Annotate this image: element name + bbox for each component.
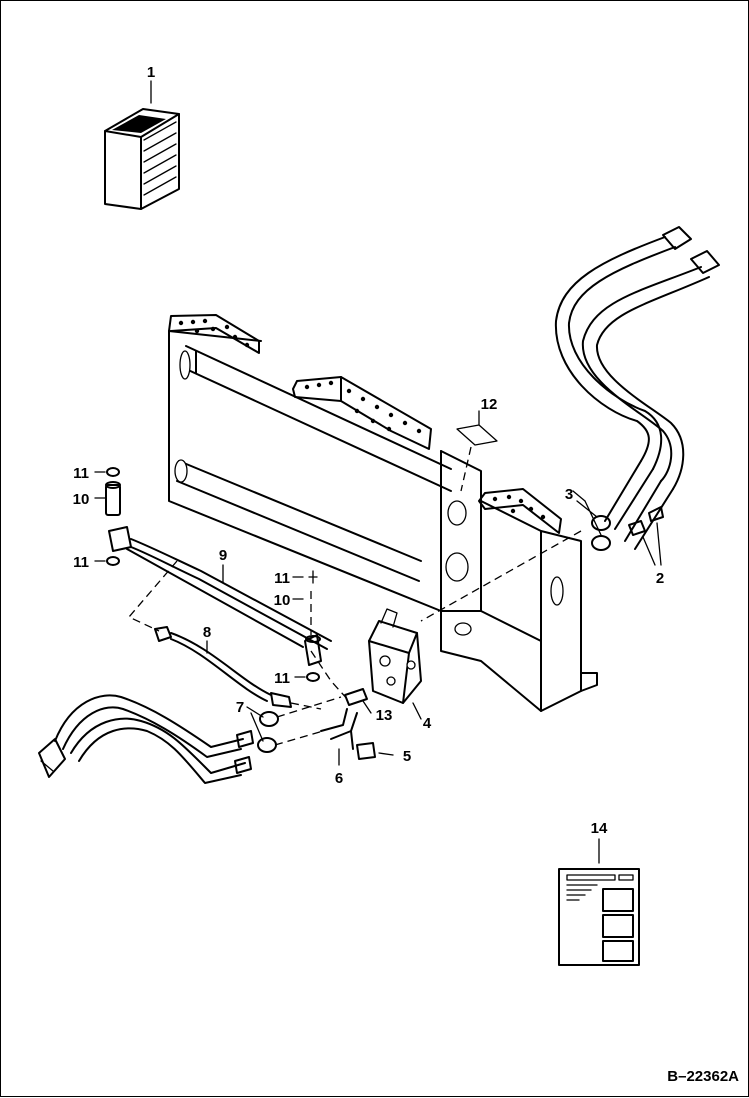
part-11-clip-left-bottom: [94, 497, 120, 566]
callout-10-left: 10: [73, 491, 90, 508]
part-4-valve-block: [368, 608, 422, 720]
part-5-fitting: [356, 742, 394, 760]
callout-9: 9: [219, 547, 227, 564]
callout-11-right-bottom: 11: [274, 670, 290, 687]
upper-hoses: [554, 226, 720, 550]
callout-3: 3: [565, 486, 573, 503]
callout-labels: 1 2 3 4 5 6 7 8 9 10 10 11 11 11 11 12 1…: [73, 64, 665, 837]
callout-2: 2: [656, 570, 664, 587]
callout-10-right: 10: [274, 592, 291, 609]
callout-11-left-bottom: 11: [73, 554, 89, 571]
part-13-fitting: [344, 688, 372, 714]
callout-13: 13: [376, 707, 393, 724]
part-14-manual: [558, 838, 640, 966]
part-9-line: [108, 526, 350, 702]
part-7-fittings: [234, 696, 342, 774]
callout-6: 6: [335, 770, 343, 787]
part-1-kit-box: [104, 80, 180, 210]
part-11-clip-left-top: [94, 467, 120, 477]
callout-7: 7: [236, 699, 244, 716]
callout-14: 14: [591, 820, 608, 837]
callout-5: 5: [403, 748, 411, 765]
mounting-frame: [168, 314, 598, 712]
part-11-clip-right: [292, 570, 320, 682]
part-8-hose: [154, 626, 322, 710]
part-3-fittings: [572, 490, 611, 551]
lower-hoses: [38, 694, 246, 784]
callout-11-right-top: 11: [274, 570, 290, 587]
callout-8: 8: [203, 624, 211, 641]
callout-11-left-top: 11: [73, 465, 89, 482]
part-10-pin-left: [105, 481, 121, 516]
part-2-fittings: [420, 506, 664, 622]
callout-4: 4: [423, 715, 432, 732]
part-10-pin-right: [292, 591, 322, 666]
callout-1: 1: [147, 64, 155, 81]
callout-12: 12: [481, 396, 498, 413]
frame-bolt-holes: [178, 318, 546, 520]
drawing-code: B–22362A: [667, 1068, 739, 1085]
part-12-decal: [456, 410, 498, 492]
part-6-tee: [320, 708, 358, 766]
